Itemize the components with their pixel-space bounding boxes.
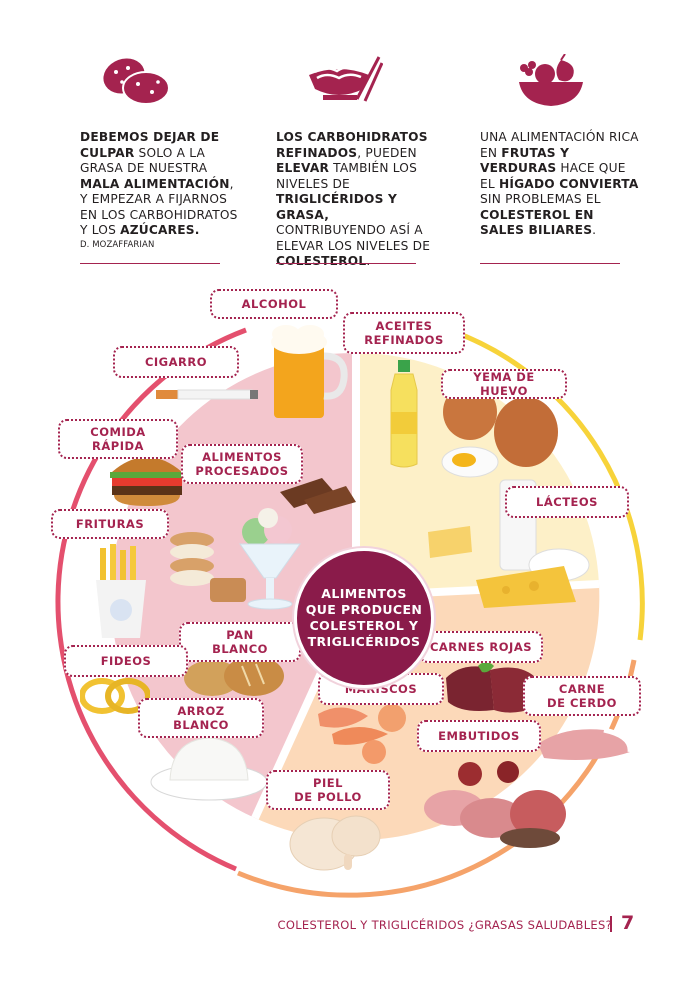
burger-illustration [110,457,184,506]
column-3-segment: COLESTEROL EN SALES BILIARES [480,207,594,238]
footer-title: COLESTEROL Y TRIGLICÉRIDOS ¿GRASAS SALUD… [277,918,612,932]
footer-separator [610,916,612,932]
label-white-bread: PAN BLANCO [179,622,301,662]
ice-cream-illustration [239,508,301,610]
column-3-segment: UNA ALIMENTACIÓN RICA EN [480,130,639,160]
column-3-segment: SIN PROBLEMAS EL [480,192,601,206]
column-1-text: DEBEMOS DEJAR DE CULPAR SOLO A LA GRASA … [80,130,240,251]
column-2-divider [276,263,416,264]
column-2-body: LOS CARBOHIDRATOS REFINADOS, PUEDEN ELEV… [276,130,430,268]
pasta-illustration [80,678,150,714]
label-fried-food: FRITURAS [51,509,169,539]
label-cold-cuts: EMBUTIDOS [417,720,541,752]
fruit-bowl-icon [519,54,583,106]
seafood-illustration [318,704,406,764]
wheel-center-title: ALIMENTOS QUE PRODUCEN COLESTEROL Y TRIG… [294,548,434,688]
beer-mug-illustration [271,325,348,418]
pork-illustration [538,727,633,760]
column-2-segment: ELEVAR [276,161,330,175]
cookies-illustration [170,532,246,602]
label-dairy: LÁCTEOS [505,486,629,518]
label-alcohol: ALCOHOL [210,289,338,319]
column-3-text: UNA ALIMENTACIÓN RICA EN FRUTAS Y VERDUR… [480,130,640,239]
chocolate-illustration [280,478,356,514]
chicken-illustration [289,815,381,871]
french-fries-illustration [96,544,146,638]
column-3-segment: . [592,223,597,237]
page-number: 7 [621,912,635,934]
column-1-segment: AZÚCARES. [120,223,200,237]
column-2-segment: TAMBIÉN LOS NIVELES DE [276,161,418,191]
column-2-segment: CONTRIBUYENDO ASÍ A ELEVAR LOS NIVELES D… [276,223,431,253]
label-fast-food: COMIDA RÁPIDA [58,419,178,459]
column-3-body: UNA ALIMENTACIÓN RICA EN FRUTAS Y VERDUR… [480,130,639,237]
column-1-segment: , Y EMPEZAR A FIJARNOS EN LOS CARBOHIDRA… [80,176,238,238]
column-3-segment: HÍGADO CONVIERTA [498,176,639,191]
label-pork: CARNE DE CERDO [523,676,641,716]
label-white-rice: ARROZ BLANCO [138,698,264,738]
wheel-ring-yellow [451,328,645,641]
label-processed-food: ALIMENTOS PROCESADOS [181,444,303,484]
column-2-segment: . [366,254,371,268]
column-2-segment: , PUEDEN [357,145,417,160]
column-2-text: LOS CARBOHIDRATOS REFINADOS, PUEDEN ELEV… [276,130,436,270]
cold-cuts-illustration [424,761,566,848]
column-1-segment: MALA ALIMENTACIÓN [80,176,230,191]
column-3-divider [480,263,620,264]
label-cigarette: CIGARRO [113,346,239,378]
column-3-segment: HACE QUE EL [480,161,626,191]
bread-illustration [184,656,284,696]
label-egg-yolk: YEMA DE HUEVO [441,369,567,399]
potatoes-icon [103,58,170,105]
label-chicken-skin: PIEL DE POLLO [266,770,390,810]
cigarette-illustration [156,389,258,400]
column-1-source: D. MOZAFFARIAN [80,239,155,250]
column-2-segment: COLESTEROL [276,254,367,268]
noodle-bowl-icon [309,56,383,102]
column-1-segment: DEBEMOS DEJAR DE CULPAR [80,130,220,160]
column-3-segment: FRUTAS Y VERDURAS [480,145,570,176]
label-noodles: FIDEOS [64,645,188,677]
oil-bottle-illustration [390,360,418,468]
column-1-divider [80,263,220,264]
column-1-body: DEBEMOS DEJAR DE CULPAR SOLO A LA GRASA … [80,130,238,237]
rice-plate-illustration [150,737,268,801]
wheel-ring-pink [55,327,247,872]
column-2-segment: LOS CARBOHIDRATOS REFINADOS [276,130,428,160]
column-1-segment: SOLO A LA GRASA DE NUESTRA [80,145,208,176]
column-2-segment: TRIGLICÉRIDOS Y GRASA, [276,192,398,222]
label-red-meat: CARNES ROJAS [419,631,543,663]
label-refined-oils: ACEITES REFINADOS [343,312,465,354]
